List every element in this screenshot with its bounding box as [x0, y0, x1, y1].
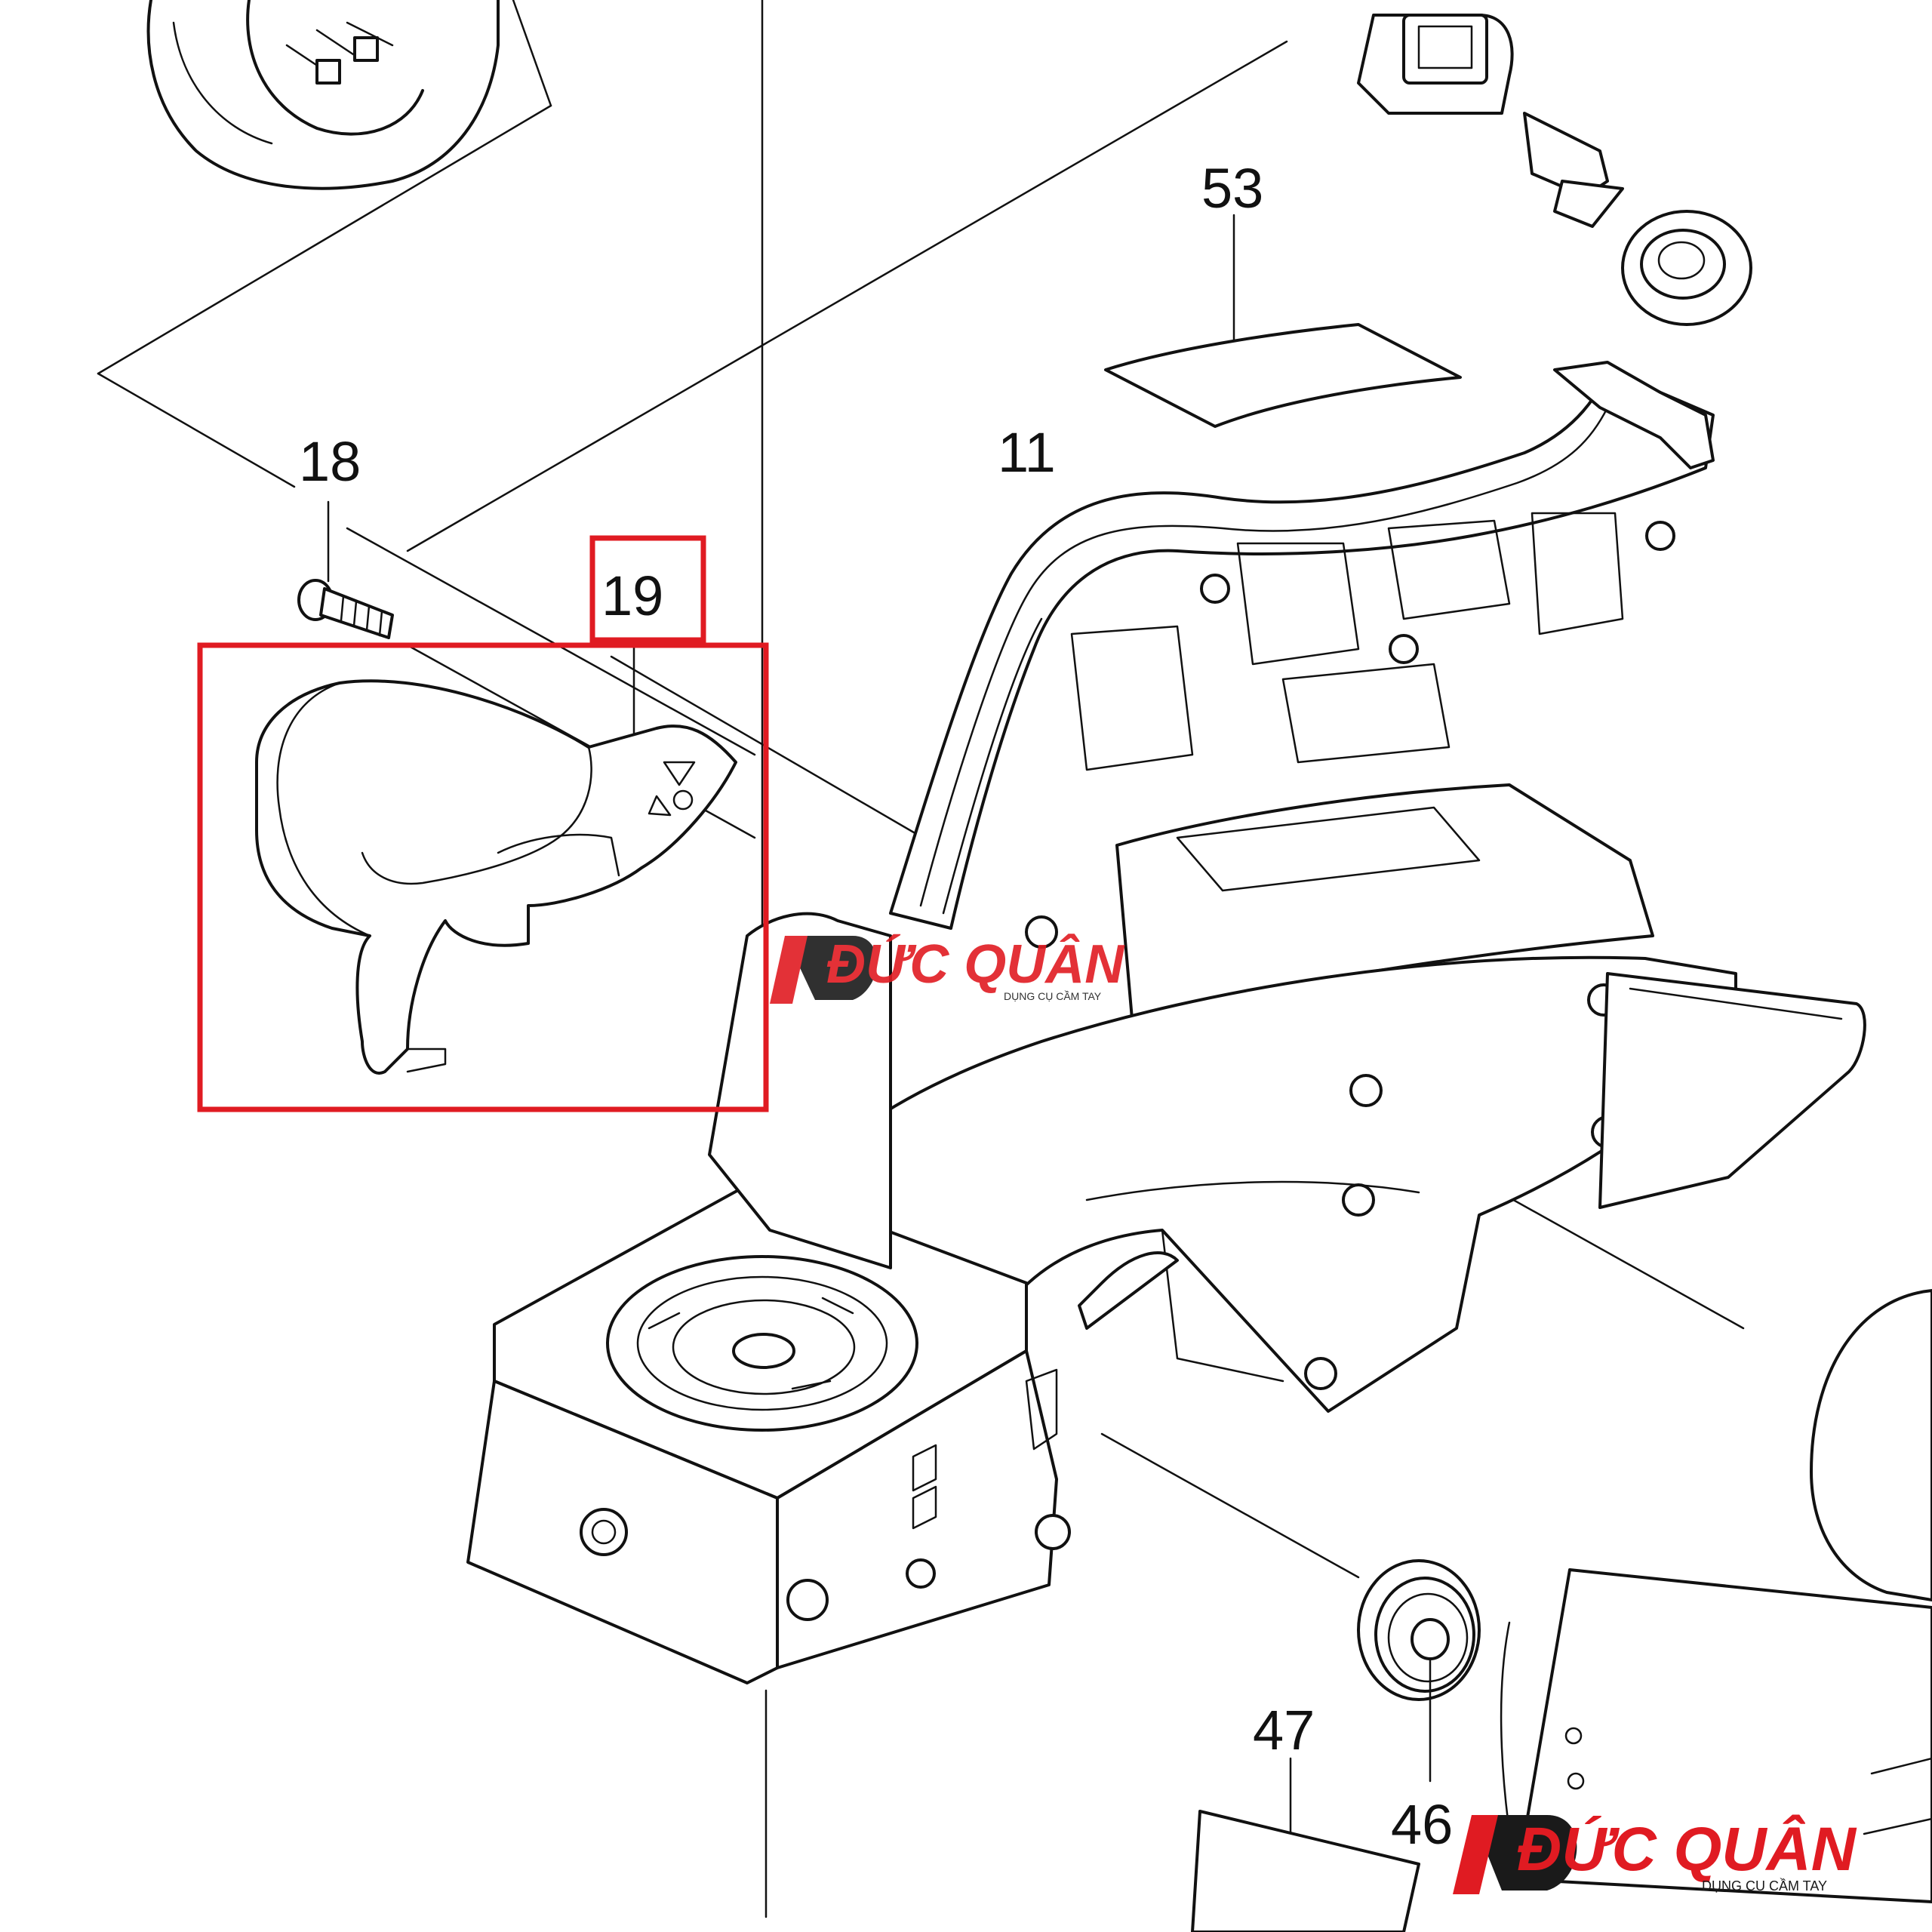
watermark-center: ĐỨC QUÂN DỤNG CỤ CẦM TAY — [770, 934, 1125, 1004]
label-part-53: 53 — [1201, 157, 1263, 220]
label-part-46: 46 — [1391, 1793, 1453, 1856]
label-part-47: 47 — [1253, 1699, 1315, 1761]
baffle-19 — [255, 640, 737, 1075]
highlight-frame-label — [589, 535, 706, 643]
highlight-frame-part — [197, 642, 769, 1112]
screw-18 — [297, 500, 394, 639]
watermark-corner-tagline: DỤNG CỤ CẦM TAY — [1702, 1878, 1827, 1894]
housing-11 — [466, 361, 1866, 1684]
watermark-corner-brand: ĐỨC QUÂN — [1517, 1815, 1857, 1884]
armature-fragment — [1500, 1289, 1932, 1903]
label-part-11: 11 — [998, 421, 1056, 484]
label-part-18: 18 — [299, 430, 361, 493]
plate-47 — [1191, 1757, 1420, 1932]
watermark-center-brand: ĐỨC QUÂN — [826, 934, 1125, 995]
watermark-corner: ĐỨC QUÂN DỤNG CỤ CẦM TAY — [1453, 1815, 1857, 1894]
label-sticker-53 — [1104, 214, 1462, 428]
switch-assembly — [1357, 14, 1752, 326]
watermark-center-tagline: DỤNG CỤ CẦM TAY — [1004, 990, 1102, 1002]
bearing-46 — [1357, 1559, 1481, 1783]
label-part-19: 19 — [601, 565, 663, 627]
motor-housing-fragment — [146, 0, 500, 190]
